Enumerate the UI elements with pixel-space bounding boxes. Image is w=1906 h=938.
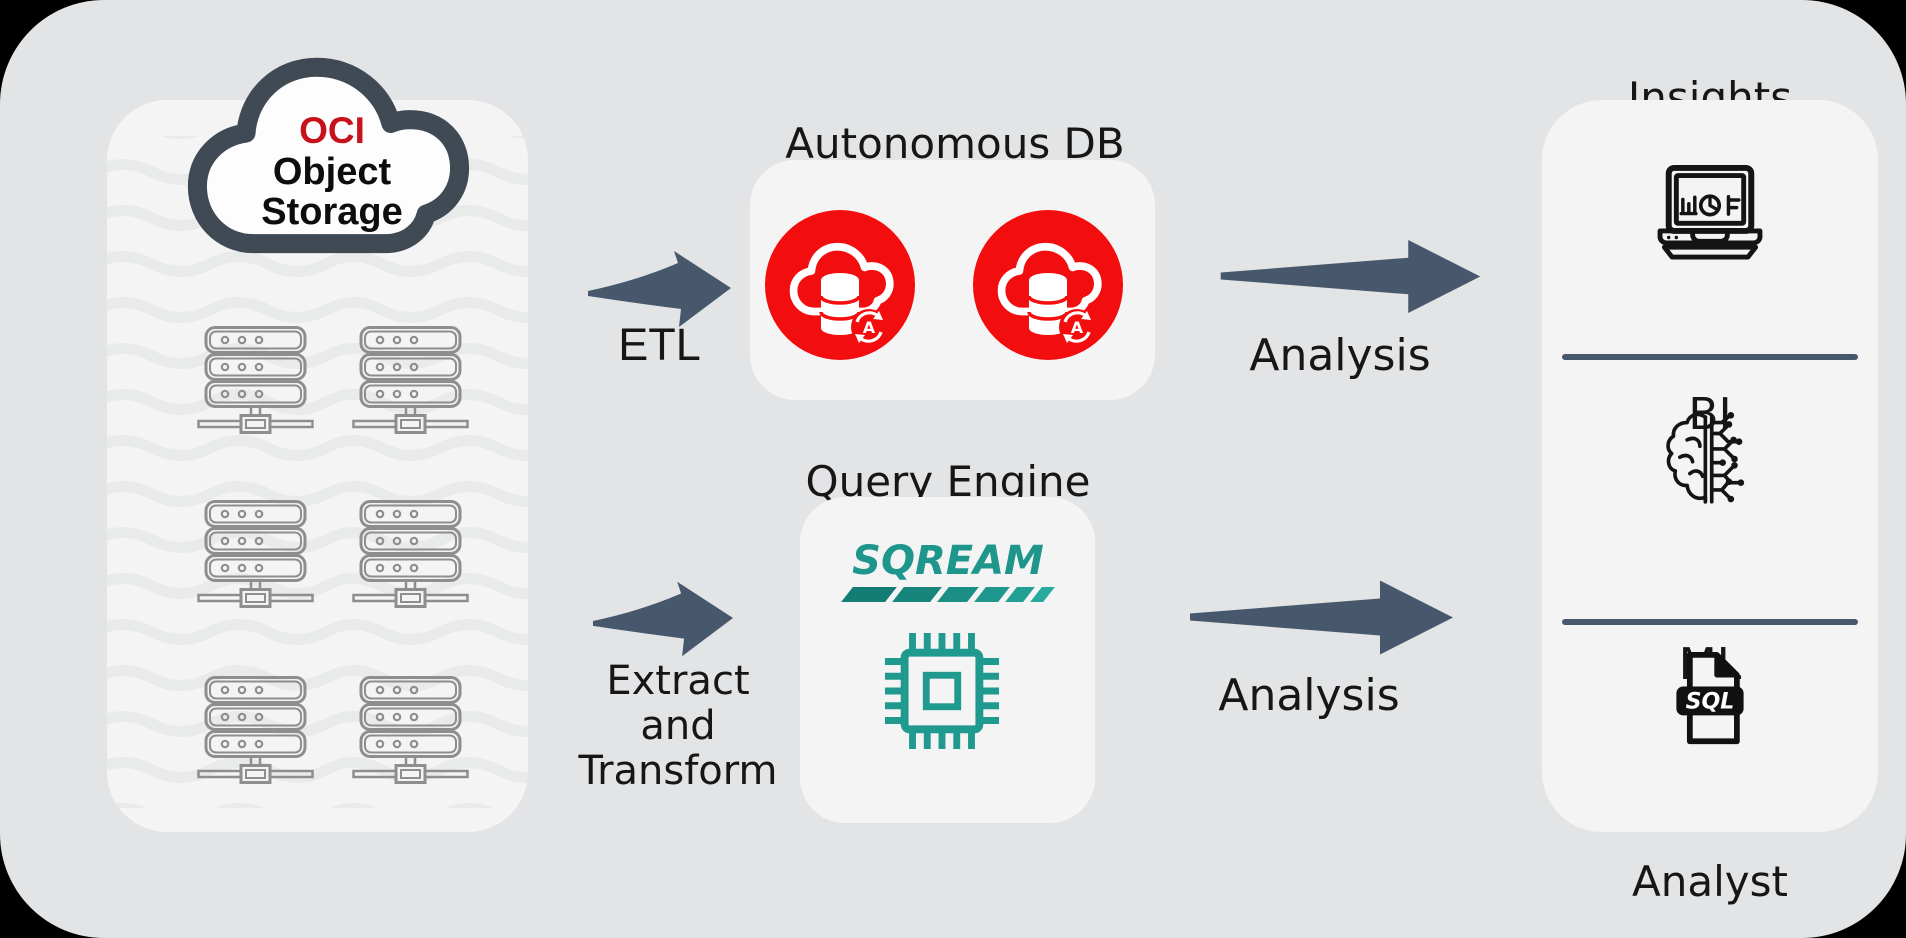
analysis-arrow-top (1219, 239, 1482, 314)
server-icon (352, 676, 469, 788)
analysis-label-bottom: Analysis (1218, 670, 1400, 721)
storage-text: Storage (261, 191, 403, 233)
autonomous-db-title: Autonomous DB (785, 119, 1125, 168)
bi-laptop-icon (1647, 164, 1773, 274)
analysis-arrow-bottom (1190, 579, 1453, 656)
extract-arrow (593, 580, 733, 658)
etl-label: ETL (618, 319, 701, 370)
analyst-label: Analyst (1632, 857, 1788, 906)
analysis-label-top: Analysis (1249, 330, 1431, 381)
server-icon (352, 500, 469, 612)
server-icon (197, 676, 314, 788)
oci-cloud-label: OCI Object Storage (232, 110, 432, 232)
object-text: Object (272, 151, 392, 193)
extract-line2: and (640, 703, 716, 749)
etl-arrow (588, 250, 731, 328)
server-icon (352, 326, 469, 438)
sqream-logo-stripes (841, 587, 1055, 604)
server-icon (197, 500, 314, 612)
sqream-wordmark: SQREAM (852, 538, 1044, 584)
chip-icon (883, 630, 1001, 752)
insights-panel: BI ML Analyst (1542, 100, 1878, 905)
query-engine-panel (800, 497, 1095, 823)
autonomous-db-icon (973, 210, 1123, 360)
sql-file-icon (1666, 652, 1754, 748)
extract-line3: Transform (578, 748, 778, 794)
autonomous-db-icon (765, 210, 915, 360)
extract-line1: Extract (606, 658, 750, 704)
extract-transform-label: Extract and Transform (576, 659, 780, 794)
server-icon (197, 326, 314, 438)
ml-brain-icon (1656, 408, 1762, 510)
oci-text: OCI (299, 110, 365, 151)
insights-divider-2 (1562, 619, 1858, 625)
insights-divider-1 (1562, 354, 1858, 360)
sqream-logo: SQREAM (841, 538, 1055, 604)
